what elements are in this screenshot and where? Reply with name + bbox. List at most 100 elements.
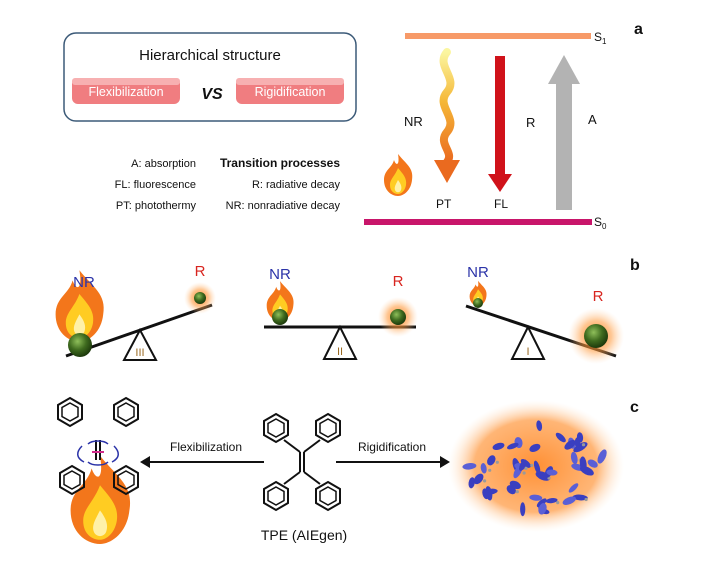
flame-icon <box>384 154 413 196</box>
aggregate-node <box>495 460 499 464</box>
aggregate-molecule <box>480 463 487 474</box>
aggregate-molecule <box>462 463 477 470</box>
aggregate-molecule <box>507 442 519 450</box>
benzene-ring-icon <box>113 465 139 495</box>
benzene-ring-icon <box>263 481 289 511</box>
s1-label: S1 <box>594 30 607 46</box>
aggregate-molecule <box>520 502 526 517</box>
process-line-fluorescence: FL: fluorescence <box>115 179 196 191</box>
absorption-arrow <box>548 55 580 210</box>
aggregate-molecule <box>529 443 541 452</box>
aggregate-molecule <box>492 442 505 451</box>
arrowhead-left <box>140 456 150 468</box>
aggregate-molecule <box>570 451 578 465</box>
aggregate-molecule <box>533 460 541 474</box>
green-sphere-icon <box>390 309 406 325</box>
hierarchy-title: Hierarchical structure <box>139 47 281 64</box>
green-sphere-icon <box>473 298 483 308</box>
benzene-ring-icon <box>59 465 85 495</box>
seesaw-ii-r: R <box>393 273 404 290</box>
seesaw-iii-r: R <box>195 263 206 280</box>
aggregate-molecule <box>468 477 475 489</box>
green-sphere-icon <box>194 292 206 304</box>
processes-title: Transition processes <box>220 156 340 170</box>
fluorescence-arrow <box>488 56 512 192</box>
aggregate-molecule <box>536 498 547 508</box>
aggregate-molecule <box>482 488 489 500</box>
versus-label: VS <box>201 86 223 103</box>
green-sphere-icon <box>68 333 92 357</box>
aggregate-molecule <box>579 466 594 476</box>
arrowhead-right <box>440 456 450 468</box>
aggregate-molecule <box>572 494 588 501</box>
process-line-photothermy: PT: photothermy <box>116 200 197 212</box>
aggregate-molecule <box>519 459 527 471</box>
rigidification-pill-label: Rigidification <box>255 85 326 99</box>
s0-label: S0 <box>594 215 607 231</box>
nonradiative-wavy-arrow <box>434 48 460 183</box>
aggregate-molecule <box>564 439 576 450</box>
aggregate-molecule <box>555 432 566 443</box>
aggregate-node <box>483 479 487 483</box>
seesaw-i-nr: NR <box>467 264 489 281</box>
pill-highlight <box>72 78 180 85</box>
aggregate-molecule <box>597 449 607 464</box>
seesaw-ii: II NR R <box>264 266 418 360</box>
panel-label-a: a <box>634 21 643 38</box>
process-line-nonradiative: NR: nonradiative decay <box>226 200 341 212</box>
panel-label-c: c <box>630 399 639 416</box>
aggregate-molecule <box>473 473 484 485</box>
aggregate-node <box>524 466 528 470</box>
aggregate-node <box>556 501 560 505</box>
s0-level-line <box>364 219 592 225</box>
aggregate-molecule <box>562 496 576 505</box>
seesaw-i-r: R <box>593 288 604 305</box>
benzene-ring-icon <box>315 413 341 443</box>
aggregate-molecule <box>538 503 547 515</box>
green-sphere-icon <box>584 324 608 348</box>
radiative-label: R <box>526 115 535 130</box>
aggregate-node <box>581 443 586 447</box>
benzene-ring-icon <box>57 397 83 427</box>
seesaw-ii-nr: NR <box>269 266 291 283</box>
tpe-molecule <box>263 413 341 511</box>
molecular-aggregate-icon <box>448 400 624 532</box>
process-line-absorption: A: absorption <box>131 158 196 170</box>
benzene-ring-icon <box>263 413 289 443</box>
seesaw-roman-i: I <box>526 346 529 358</box>
flexibilization-pill-label: Flexibilization <box>88 85 163 99</box>
seesaw-iii-nr: NR <box>73 274 95 291</box>
fluorescence-label: FL <box>494 197 508 211</box>
flexibilization-arrow-label: Flexibilization <box>170 440 242 454</box>
benzene-ring-icon <box>113 397 139 427</box>
molecule-name: TPE (AIEgen) <box>261 527 347 543</box>
flexible-molecule <box>57 397 139 544</box>
seesaw-iii: III NR R <box>55 263 216 361</box>
aggregate-molecule <box>545 498 558 504</box>
aggregate-molecule <box>546 469 558 476</box>
aggregate-node <box>515 490 519 494</box>
photothermy-label: PT <box>436 197 452 211</box>
aggregate-molecule <box>536 420 543 432</box>
pill-highlight <box>236 78 344 85</box>
aggregate-node <box>530 463 534 467</box>
aggregate-molecule <box>529 494 543 501</box>
aggregate-node <box>488 468 492 472</box>
aggregate-molecule <box>487 455 496 466</box>
seesaw-roman-iii: III <box>135 347 144 359</box>
seesaw-i: I NR R <box>465 264 624 364</box>
process-line-radiative: R: radiative decay <box>252 179 341 191</box>
nonradiative-label: NR <box>404 114 423 129</box>
rigidification-arrow-label: Rigidification <box>358 440 426 454</box>
panel-label-b: b <box>630 257 640 274</box>
seesaw-roman-ii: II <box>337 346 343 358</box>
absorption-label: A <box>588 112 597 127</box>
aggregate-node <box>584 497 588 502</box>
aggregate-molecule <box>509 480 521 490</box>
aggregate-molecule <box>574 437 581 448</box>
aggregate-molecule <box>587 459 598 468</box>
s1-level-line <box>405 33 591 39</box>
benzene-ring-icon <box>315 481 341 511</box>
aggregate-molecule <box>568 483 579 493</box>
